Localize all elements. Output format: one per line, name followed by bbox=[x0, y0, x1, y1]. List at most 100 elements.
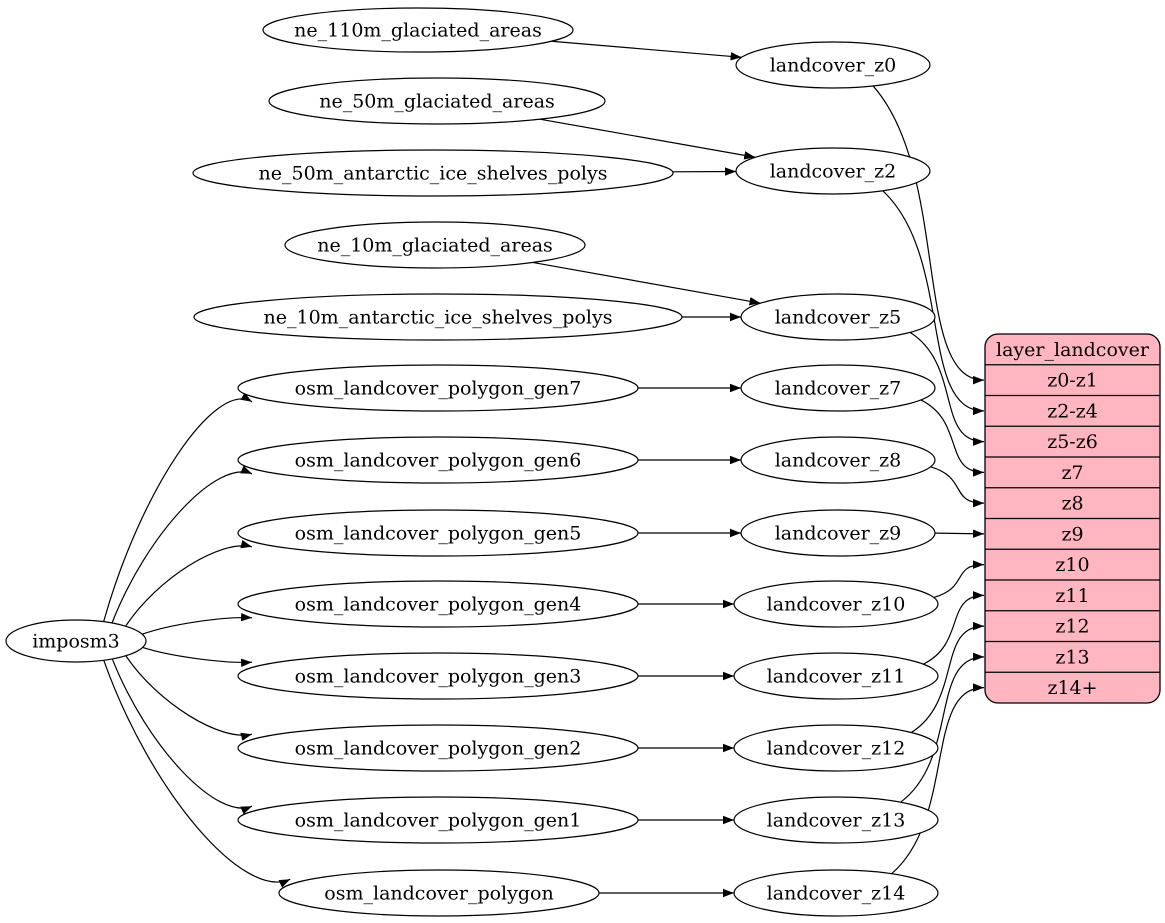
node-shape bbox=[733, 724, 939, 772]
node-shape bbox=[192, 149, 674, 197]
node-shape bbox=[284, 221, 586, 269]
edge-imposm3 bbox=[125, 655, 253, 741]
node-ne_10m_antarctic_ice_shelves_polys: ne_10m_antarctic_ice_shelves_polys bbox=[193, 293, 683, 341]
node-shape bbox=[268, 77, 606, 125]
edge-landcover_z11 bbox=[923, 591, 985, 665]
record-row: z9 bbox=[1061, 523, 1083, 545]
node-osm_landcover_polygon_gen6: osm_landcover_polygon_gen6 bbox=[237, 436, 639, 484]
edge-landcover_z12 bbox=[911, 621, 985, 733]
edge-landcover_z14 bbox=[891, 683, 985, 875]
record-node-layer_landcover: layer_landcoverz0-z1z2-z4z5-z6z7z8z9z10z… bbox=[984, 333, 1161, 704]
node-shape bbox=[5, 619, 147, 663]
node-label: landcover_z11 bbox=[767, 665, 906, 687]
record-row: z11 bbox=[1055, 585, 1089, 607]
node-ne_50m_glaciated_areas: ne_50m_glaciated_areas bbox=[268, 77, 606, 125]
edge-imposm3 bbox=[125, 540, 253, 627]
edge-ne_50m_glaciated_areas bbox=[539, 118, 756, 160]
node-landcover_z9: landcover_z9 bbox=[740, 509, 936, 557]
node-osm_landcover_polygon: osm_landcover_polygon bbox=[278, 869, 600, 917]
node-label: landcover_z9 bbox=[775, 522, 902, 544]
node-shape bbox=[237, 796, 639, 844]
node-shape bbox=[740, 436, 936, 484]
record-row: z5-z6 bbox=[1047, 431, 1098, 453]
node-shape bbox=[740, 293, 936, 341]
node-osm_landcover_polygon_gen5: osm_landcover_polygon_gen5 bbox=[237, 509, 639, 557]
node-shape bbox=[237, 652, 639, 700]
node-label: ne_110m_glaciated_areas bbox=[294, 19, 542, 41]
edge-landcover_z7 bbox=[920, 399, 985, 477]
node-label: osm_landcover_polygon_gen3 bbox=[295, 665, 582, 687]
edge-imposm3 bbox=[103, 392, 253, 622]
node-landcover_z2: landcover_z2 bbox=[735, 147, 931, 195]
node-shape bbox=[237, 580, 639, 628]
node-shape bbox=[735, 41, 931, 89]
node-landcover_z11: landcover_z11 bbox=[733, 652, 939, 700]
node-landcover_z10: landcover_z10 bbox=[733, 580, 939, 628]
edge-ne_10m_glaciated_areas bbox=[532, 261, 761, 306]
node-shape bbox=[733, 652, 939, 700]
record-row: z8 bbox=[1061, 493, 1083, 515]
node-ne_110m_glaciated_areas: ne_110m_glaciated_areas bbox=[262, 7, 574, 53]
edge-landcover_z2 bbox=[882, 190, 985, 416]
node-label: osm_landcover_polygon_gen5 bbox=[295, 522, 582, 544]
edge-imposm3 bbox=[142, 646, 253, 667]
edge-landcover_z5 bbox=[909, 331, 985, 446]
record-row: z0-z1 bbox=[1047, 370, 1098, 392]
node-label: landcover_z14 bbox=[767, 882, 906, 904]
record-row: z12 bbox=[1055, 616, 1089, 638]
node-osm_landcover_polygon_gen7: osm_landcover_polygon_gen7 bbox=[237, 364, 639, 412]
node-label: osm_landcover_polygon_gen2 bbox=[295, 737, 582, 759]
edge-landcover_z13 bbox=[900, 652, 985, 803]
node-shape bbox=[740, 364, 936, 412]
edge-landcover_z9 bbox=[934, 529, 985, 538]
node-shape bbox=[262, 7, 574, 53]
node-shape bbox=[237, 436, 639, 484]
node-shape bbox=[237, 724, 639, 772]
node-label: osm_landcover_polygon_gen6 bbox=[295, 449, 582, 471]
node-landcover_z13: landcover_z13 bbox=[733, 796, 939, 844]
edge-landcover_z10 bbox=[933, 560, 985, 599]
node-label: osm_landcover_polygon_gen4 bbox=[295, 593, 582, 615]
node-label: ne_50m_glaciated_areas bbox=[319, 90, 555, 112]
node-osm_landcover_polygon_gen2: osm_landcover_polygon_gen2 bbox=[237, 724, 639, 772]
node-landcover_z7: landcover_z7 bbox=[740, 364, 936, 412]
node-label: landcover_z7 bbox=[775, 377, 902, 399]
node-ne_50m_antarctic_ice_shelves_polys: ne_50m_antarctic_ice_shelves_polys bbox=[192, 149, 674, 197]
record-row: z13 bbox=[1055, 646, 1089, 668]
node-label: ne_50m_antarctic_ice_shelves_polys bbox=[259, 162, 608, 184]
record-title: layer_landcover bbox=[996, 339, 1150, 361]
node-shape bbox=[237, 509, 639, 557]
edge-imposm3 bbox=[111, 465, 253, 624]
node-landcover_z5: landcover_z5 bbox=[740, 293, 936, 341]
node-landcover_z14: landcover_z14 bbox=[733, 869, 939, 917]
node-shape bbox=[733, 869, 939, 917]
node-landcover_z0: landcover_z0 bbox=[735, 41, 931, 89]
node-label: landcover_z5 bbox=[775, 306, 902, 328]
node-osm_landcover_polygon_gen3: osm_landcover_polygon_gen3 bbox=[237, 652, 639, 700]
node-label: ne_10m_antarctic_ice_shelves_polys bbox=[264, 306, 613, 328]
node-osm_landcover_polygon_gen4: osm_landcover_polygon_gen4 bbox=[237, 580, 639, 628]
node-osm_landcover_polygon_gen1: osm_landcover_polygon_gen1 bbox=[237, 796, 639, 844]
node-shape bbox=[735, 147, 931, 195]
node-label: landcover_z8 bbox=[775, 449, 902, 471]
node-shape bbox=[733, 580, 939, 628]
node-shape bbox=[740, 509, 936, 557]
edge-landcover_z0 bbox=[872, 85, 985, 385]
edge-landcover_z8 bbox=[930, 466, 985, 508]
node-label: imposm3 bbox=[32, 630, 120, 652]
node-landcover_z8: landcover_z8 bbox=[740, 436, 936, 484]
edge-ne_110m_glaciated_areas bbox=[551, 40, 742, 61]
node-shape bbox=[733, 796, 939, 844]
node-shape bbox=[193, 293, 683, 341]
edge-imposm3 bbox=[142, 612, 253, 635]
node-label: osm_landcover_polygon_gen1 bbox=[295, 809, 582, 831]
node-imposm3: imposm3 bbox=[5, 619, 147, 663]
node-label: landcover_z2 bbox=[770, 160, 897, 182]
node-label: landcover_z12 bbox=[767, 737, 906, 759]
node-label: ne_10m_glaciated_areas bbox=[317, 234, 553, 256]
node-shape bbox=[278, 869, 600, 917]
node-label: landcover_z0 bbox=[770, 54, 897, 76]
node-label: osm_landcover_polygon bbox=[324, 882, 553, 904]
